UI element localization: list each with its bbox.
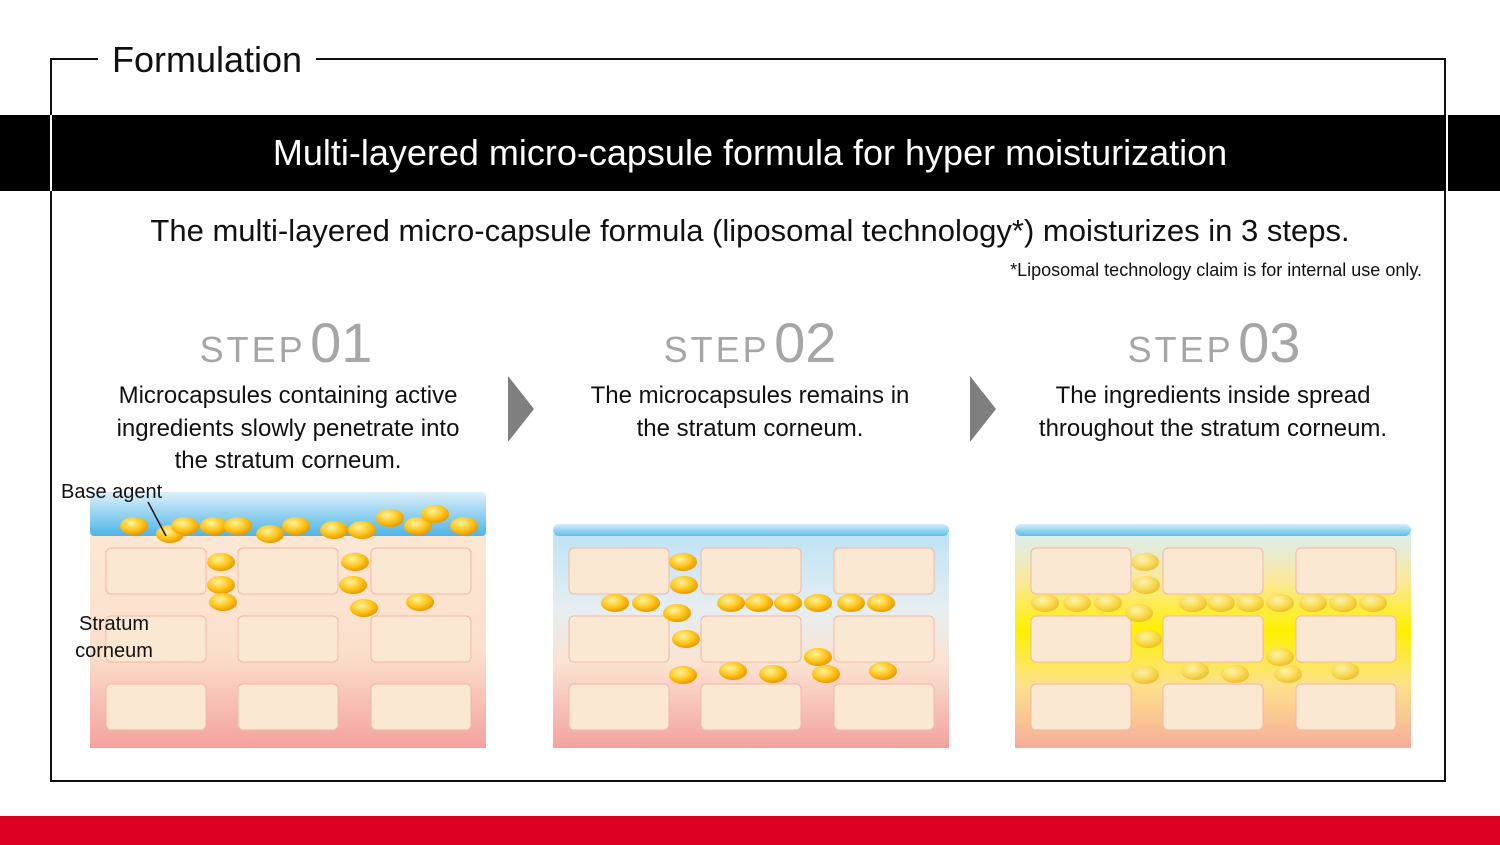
base-agent-layer [1015, 524, 1411, 536]
step-3-skin-diagram [1015, 522, 1411, 748]
base-agent-label: Base agent [61, 481, 163, 503]
step-3-description: The ingredients inside spread throughout… [993, 380, 1433, 445]
section-label: Formulation [98, 38, 317, 82]
content-frame [50, 58, 1446, 782]
microcapsules [601, 553, 897, 684]
banner-title: Multi-layered micro-capsule formula for … [0, 115, 1500, 191]
footnote: *Liposomal technology claim is for inter… [1010, 260, 1422, 280]
stratum-corneum-label-line-2: corneum [75, 640, 153, 662]
step-2-description: The microcapsules remains in the stratum… [530, 380, 970, 445]
step-1-skin-diagram [90, 492, 486, 748]
skin-layer-diagram-icon [1015, 524, 1411, 748]
skin-cells [1030, 547, 1397, 731]
step-1-line-1: Microcapsules containing active [118, 382, 458, 409]
skin-layer-diagram-icon [90, 492, 486, 748]
subtitle: The multi-layered micro-capsule formula … [150, 213, 1350, 248]
step-2-line-2: the stratum corneum. [636, 414, 864, 442]
skin-cells [568, 547, 935, 731]
step-3-line-1: The ingredients inside spread [1055, 382, 1371, 409]
dispersed-microcapsules [1031, 553, 1387, 684]
step-1-description: Microcapsules containing active ingredie… [68, 380, 508, 478]
chevron-right-arrow-icon [970, 376, 996, 442]
step-3-line-2: throughout the stratum corneum. [1038, 414, 1388, 442]
accent-bar [0, 816, 1500, 845]
stratum-corneum-label-line-1: Stratum [78, 613, 150, 635]
base-agent-pointer [147, 501, 167, 537]
base-agent-layer [553, 524, 949, 536]
step-2-line-1: The microcapsules remains in [590, 382, 910, 409]
step-1-heading: STEP 01 [56, 310, 516, 375]
microcapsules [120, 505, 478, 617]
banner-frame-edge-left [50, 115, 52, 191]
chevron-right-arrow-icon [508, 376, 534, 442]
step-2-skin-diagram [553, 522, 949, 748]
step-2-heading: STEP 02 [520, 310, 980, 375]
step-1-number: 01 [310, 311, 373, 374]
banner-frame-edge-right [1446, 115, 1448, 191]
stratum-corneum-label: Stratum corneum [64, 611, 164, 665]
step-3-heading: STEP 03 [984, 310, 1444, 375]
skin-layer-diagram-icon [553, 524, 949, 748]
step-3-word: STEP [1127, 329, 1234, 370]
step-1-line-2: ingredients slowly penetrate into [116, 414, 460, 442]
step-2-word: STEP [663, 329, 770, 370]
step-1-word: STEP [199, 329, 306, 370]
step-1-line-3: the stratum corneum. [174, 447, 402, 474]
skin-cells [105, 547, 472, 731]
step-3-number: 03 [1238, 311, 1301, 374]
step-2-number: 02 [774, 311, 837, 374]
